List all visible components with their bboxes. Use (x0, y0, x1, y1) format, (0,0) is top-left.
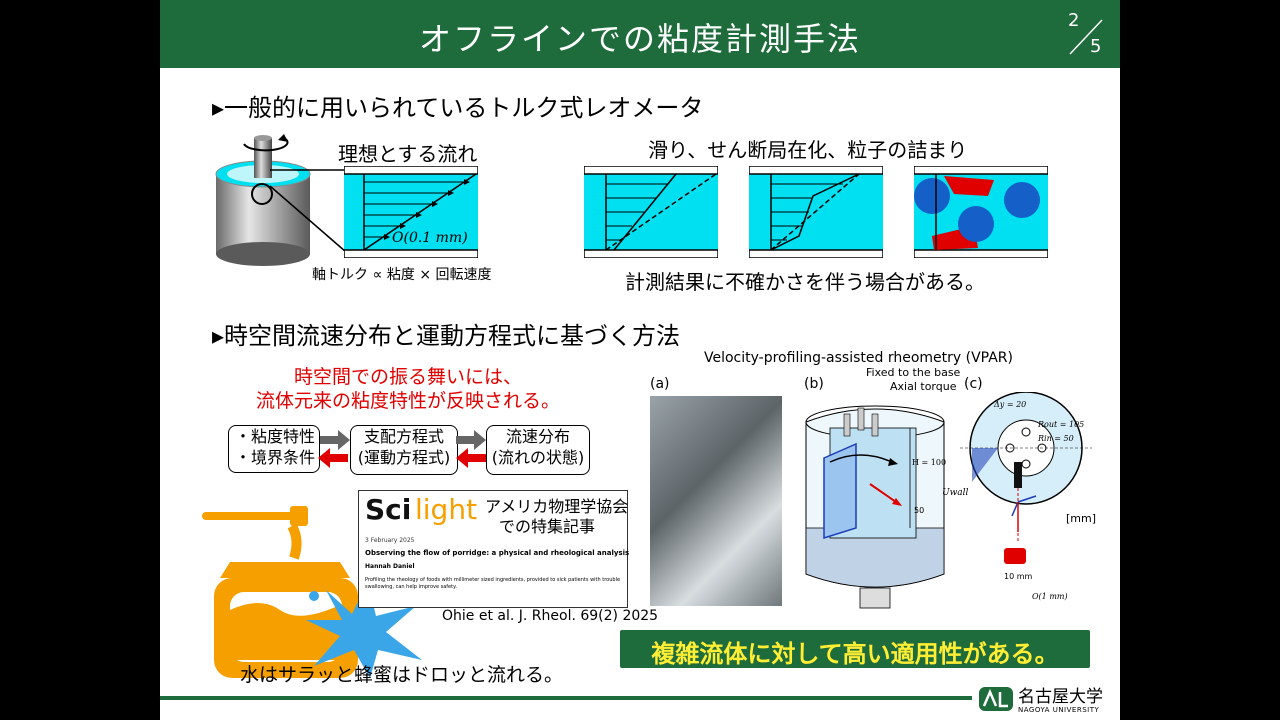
torque-relation: 軸トルク ∝ 粘度 × 回転速度 (312, 264, 492, 284)
scilight-article: Sci light アメリカ物理学協会 での特集記事 3 February 20… (358, 490, 628, 608)
dim-50-label: 50 (914, 506, 924, 515)
box1-line1: ・粘度特性 (235, 426, 319, 447)
university-logo-icon (978, 684, 1014, 714)
axial-torque-label: Axial torque (890, 380, 956, 393)
article-body: Profiling the rheology of foods with mil… (365, 577, 621, 591)
experiment-photo (650, 396, 782, 606)
dim-rin-label: Rin = 50 (1038, 434, 1074, 443)
uncertainty-note: 計測結果に不確かさを伴う場合がある。 (625, 266, 985, 295)
particle-jamming-diagram (914, 166, 1048, 258)
panel-label-a: (a) (650, 376, 670, 392)
red-statement-line1: 時空間での振る舞いには、 (278, 362, 538, 389)
vpar-title: Velocity-profiling-assisted rheometry (V… (704, 350, 1013, 366)
box1-line2: ・境界条件 (235, 447, 319, 468)
issues-label: 滑り、せん断局在化、粒子の詰まり (648, 134, 967, 163)
citation: Ohie et al. J. Rheol. 69(2) 2025 (442, 608, 658, 624)
dim-h-label: H = 100 (912, 458, 946, 467)
u-wall-label: Uwall (942, 488, 968, 498)
fixed-to-base-label: Fixed to the base (866, 366, 960, 379)
box3-line1: 流速分布 (487, 426, 589, 447)
title-bar: オフラインでの粘度計測手法 2 5 (160, 0, 1120, 68)
scilight-sci: Sci (365, 493, 411, 526)
scale-label: O(0.1 mm) (392, 230, 468, 246)
bullet-vpar-method: ▸時空間流速分布と運動方程式に基づく方法 (212, 316, 680, 351)
article-date: 3 February 2025 (365, 537, 415, 544)
dim-rout-label: Rout = 105 (1038, 420, 1084, 429)
box-velocity-distribution: 流速分布 (流れの状態) (486, 425, 590, 475)
university-name-jp: 名古屋大学 (1018, 682, 1103, 707)
applicability-text: 複雑流体に対して高い適用性がある。 (620, 634, 1090, 669)
bullet-torque-rheometer: ▸一般的に用いられているトルク式レオメータ (212, 88, 703, 123)
slide: オフラインでの粘度計測手法 2 5 ▸一般的に用いられているトルク式レオメータ … (160, 0, 1120, 720)
box-viscosity-boundary: ・粘度特性 ・境界条件 (228, 425, 320, 473)
dim-dy-label: Δy = 20 (994, 400, 1026, 409)
scilight-light: light (415, 493, 477, 526)
footer-line (160, 696, 972, 700)
vpar-apparatus-diagram (800, 388, 950, 614)
box3-line2: (流れの状態) (487, 447, 589, 468)
panel-label-c: (c) (964, 376, 983, 392)
flow-arrows-icon (318, 426, 490, 472)
red-statement-line2: 流体元来の粘度特性が反映される。 (248, 386, 568, 413)
article-author: Hannah Daniel (365, 563, 415, 570)
honey-note: 水はサラッと蜂蜜はドロッと流れる。 (240, 660, 563, 687)
page-total: 5 (1090, 36, 1101, 57)
ideal-flow-label: 理想とする流れ (338, 138, 477, 167)
scilight-caption2: での特集記事 (499, 513, 595, 537)
unit-mm-label: [mm] (1066, 512, 1096, 525)
dim-o1mm-label: O(1 mm) (1032, 592, 1068, 601)
dim-10mm-label: 10 mm (1004, 572, 1032, 581)
article-title: Observing the flow of porridge: a physic… (365, 549, 629, 557)
slide-title: オフラインでの粘度計測手法 (160, 14, 1120, 60)
zoom-lines (260, 166, 350, 266)
university-name-en: NAGOYA UNIVERSITY (1018, 706, 1099, 714)
slip-diagram (584, 166, 718, 258)
vpar-top-view-diagram (960, 392, 1092, 568)
applicability-banner: 複雑流体に対して高い適用性がある。 (620, 630, 1090, 668)
shear-localization-diagram (749, 166, 883, 258)
